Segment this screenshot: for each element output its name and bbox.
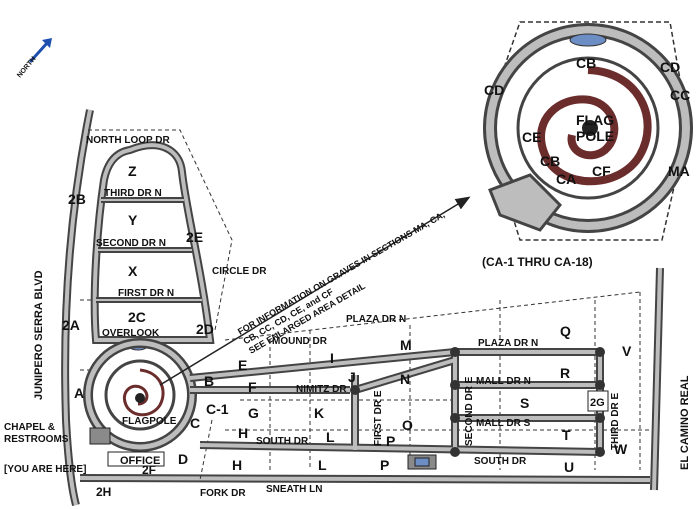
section-s: S (520, 395, 529, 411)
inset-label-cb-low: CB (540, 153, 560, 169)
section-i: I (330, 350, 334, 366)
label-mound-dr: MOUND DR (272, 336, 328, 347)
section-2h: 2H (96, 485, 111, 499)
label-office: OFFICE (120, 455, 160, 467)
section-q: Q (560, 323, 571, 339)
inset-label-cd-left: CD (484, 82, 504, 98)
road-labels: NORTH LOOP DR THIRD DR N SECOND DR N FIR… (4, 135, 691, 499)
section-e: E (238, 357, 247, 373)
label-first-dr-e: FIRST DR E (373, 390, 384, 446)
label-south-dr-left: SOUTH DR (256, 436, 309, 447)
intersection-dots (350, 347, 605, 457)
inset-label-cd-right: CD (660, 59, 680, 75)
label-first-dr-n: FIRST DR N (118, 288, 174, 299)
buildings (89, 390, 609, 470)
section-r: R (560, 365, 570, 381)
sneath-ln-road (79, 474, 651, 484)
section-m: M (400, 337, 412, 353)
section-d: D (178, 451, 188, 467)
label-overlook: OVERLOOK (102, 328, 160, 339)
section-2c: 2C (128, 309, 146, 325)
label-circle-dr: CIRCLE DR (212, 266, 267, 277)
section-f: F (248, 379, 257, 395)
inset-detail (483, 21, 693, 241)
section-y: Y (128, 212, 138, 228)
label-chapel-2: RESTROOMS (4, 434, 69, 445)
inset-label-cc: CC (670, 87, 690, 103)
inset-label-ca: CA (556, 171, 576, 187)
label-mall-dr-n: MALL DR N (476, 376, 531, 387)
main-grid-roads-inner (189, 350, 602, 454)
junipero-serra-road (61, 109, 94, 507)
section-p1: P (386, 433, 395, 449)
label-nimitz-dr: NIMITZ DR (296, 384, 347, 395)
section-c1: C-1 (206, 401, 229, 417)
label-second-dr-n: SECOND DR N (96, 238, 166, 249)
info-arrow (159, 196, 471, 386)
label-south-dr-right: SOUTH DR (474, 456, 527, 467)
section-2g: 2G (590, 397, 605, 409)
label-plaza-dr-n-right: PLAZA DR N (478, 338, 538, 349)
label-el-camino-real: EL CAMINO REAL (679, 375, 691, 470)
section-2b: 2B (68, 191, 86, 207)
section-u: U (564, 459, 574, 475)
section-2f: 2F (142, 463, 156, 477)
section-v: V (622, 343, 632, 359)
label-mall-dr-s: MALL DR S (476, 418, 531, 429)
section-2e: 2E (186, 229, 203, 245)
label-fork-dr: FORK DR (200, 488, 246, 499)
section-l1: L (326, 429, 335, 445)
teardrop-cross-drives-inner (96, 199, 202, 301)
section-c: C (190, 415, 200, 431)
section-2d: 2D (196, 321, 214, 337)
section-labels: Z Y X 2B 2E 2C 2A 2D A B C C-1 D E F G H… (62, 163, 632, 499)
section-x: X (128, 263, 138, 279)
section-z: Z (128, 163, 137, 179)
inset-label-cb-top: CB (576, 55, 596, 71)
section-h2: H (232, 457, 242, 473)
section-j: J (348, 369, 356, 385)
section-p2: P (380, 457, 389, 473)
el-camino-real-road (650, 267, 664, 491)
section-k: K (314, 405, 324, 421)
label-junipero-serra: JUNIPERO SERRA BLVD (33, 270, 45, 400)
section-b: B (204, 373, 214, 389)
label-plaza-dr-n-left: PLAZA DR N (346, 314, 406, 325)
main-circle (83, 338, 197, 452)
section-l2: L (318, 457, 327, 473)
north-arrow-icon: NORTH (16, 38, 52, 79)
label-third-dr-e: THIRD DR E (610, 392, 621, 450)
label-north-loop: NORTH LOOP DR (86, 135, 170, 146)
section-n: N (400, 371, 410, 387)
section-2a: 2A (62, 317, 80, 333)
label-second-dr-e: SECOND DR E (464, 376, 475, 446)
info-note: FOR INFORMATION ON GRAVES IN SECTIONS MA… (236, 209, 446, 355)
inset-label-ma: MA (668, 163, 690, 179)
label-flagpole: FLAGPOLE (122, 416, 177, 427)
label-sneath-ln: SNEATH LN (266, 484, 322, 495)
section-o: O (402, 417, 413, 433)
north-loop-road (90, 141, 215, 344)
inset-label-cf: CF (592, 163, 611, 179)
section-t: T (562, 427, 571, 443)
label-chapel-1: CHAPEL & (4, 422, 55, 433)
inset-label-flag: FLAG (576, 112, 614, 128)
inset-label-ce: CE (522, 129, 541, 145)
north-label: NORTH (16, 56, 37, 80)
section-a: A (74, 385, 84, 401)
section-g: G (248, 405, 259, 421)
section-w: W (614, 441, 628, 457)
inset-label-pole: POLE (576, 128, 614, 144)
inset-caption: (CA-1 THRU CA-18) (482, 255, 593, 269)
label-you-are-here: [YOU ARE HERE] (4, 464, 86, 475)
section-h1: H (238, 425, 248, 441)
inset-labels: CB CD CD CC FLAG POLE CE CB CF CA MA (CA… (482, 55, 690, 269)
label-third-dr-n: THIRD DR N (104, 188, 162, 199)
